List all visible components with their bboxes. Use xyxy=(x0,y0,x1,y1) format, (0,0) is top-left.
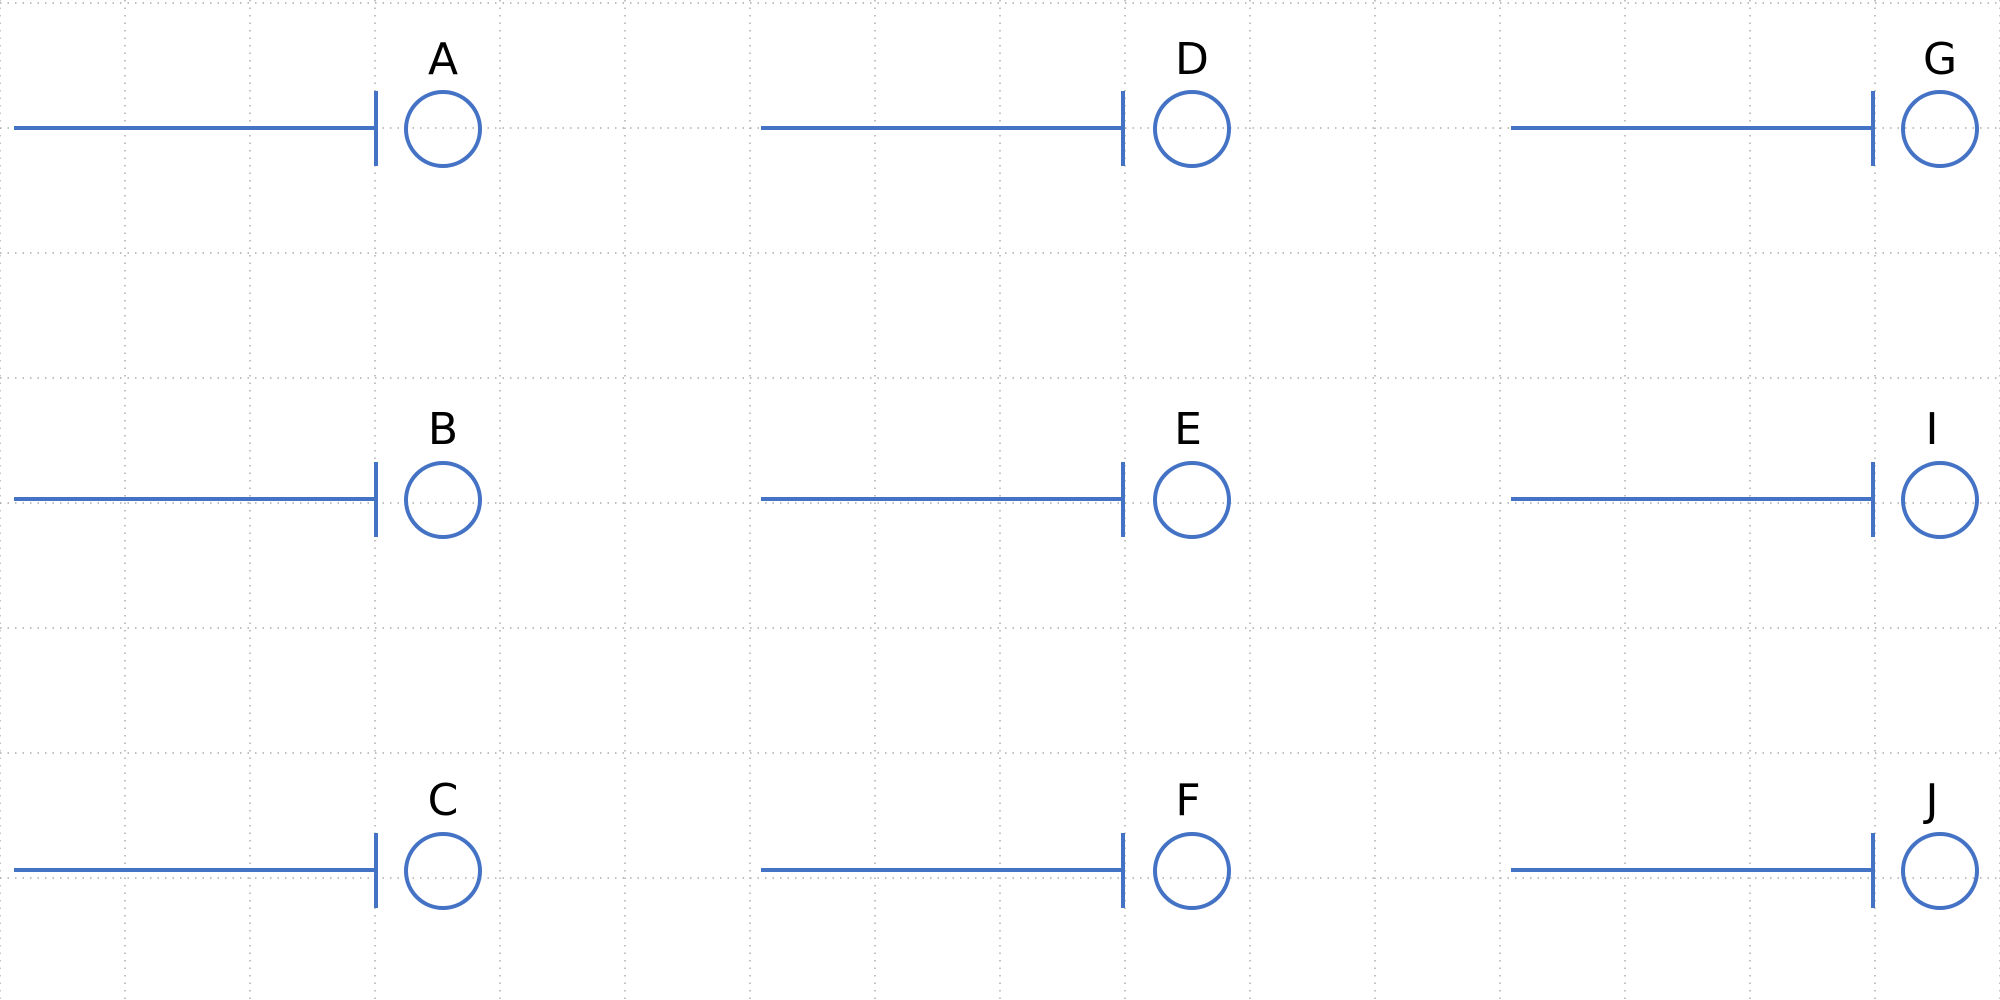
terminal-label-j: J xyxy=(1923,775,1939,826)
terminal-group-g: G xyxy=(1511,34,1977,166)
terminal-label-i: I xyxy=(1926,404,1939,455)
terminal-label-a: A xyxy=(428,34,458,85)
terminal-label-g: G xyxy=(1923,34,1957,85)
terminal-circle-b[interactable] xyxy=(406,463,480,537)
terminal-group-a: A xyxy=(14,34,480,166)
terminal-label-f: F xyxy=(1175,775,1200,826)
terminal-label-d: D xyxy=(1175,34,1209,85)
terminal-label-c: C xyxy=(428,775,459,826)
terminal-circle-i[interactable] xyxy=(1903,463,1977,537)
terminal-circle-d[interactable] xyxy=(1155,92,1229,166)
terminal-group-f: F xyxy=(761,775,1229,908)
terminal-circle-a[interactable] xyxy=(406,92,480,166)
terminal-label-b: B xyxy=(428,404,458,455)
terminal-circle-j[interactable] xyxy=(1903,834,1977,908)
terminal-label-e: E xyxy=(1174,404,1202,455)
terminal-group-i: I xyxy=(1511,404,1977,537)
terminal-group-c: C xyxy=(14,775,480,908)
terminal-circle-c[interactable] xyxy=(406,834,480,908)
terminal-group-d: D xyxy=(761,34,1229,166)
terminal-group-b: B xyxy=(14,404,480,537)
terminal-circle-g[interactable] xyxy=(1903,92,1977,166)
terminal-circle-e[interactable] xyxy=(1155,463,1229,537)
terminal-group-j: J xyxy=(1511,775,1977,908)
terminal-group-e: E xyxy=(761,404,1229,537)
terminal-circle-f[interactable] xyxy=(1155,834,1229,908)
